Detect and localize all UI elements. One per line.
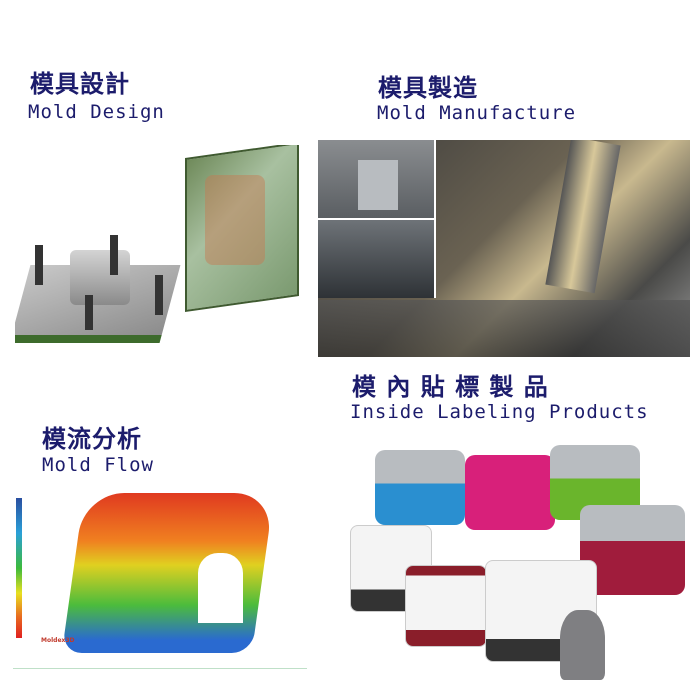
- mold-manufacture-title-en: Mold Manufacture: [377, 102, 577, 124]
- mold-design-title-en: Mold Design: [28, 101, 165, 123]
- mold-flow-simulation-image: Moldex3D: [13, 478, 307, 669]
- mold-design-image: [15, 145, 305, 350]
- inside-labeling-title-zh: 模 內 貼 標 製 品: [352, 372, 549, 401]
- mold-flow-title-en: Mold Flow: [42, 454, 154, 476]
- moldex3d-logo: Moldex3D: [41, 637, 75, 644]
- mold-manufacture-title-zh: 模具製造: [378, 73, 478, 102]
- mold-manufacture-photo: [318, 140, 690, 357]
- color-scale-legend: [16, 498, 22, 638]
- mold-design-title-zh: 模具設計: [30, 69, 130, 98]
- mold-flow-title-zh: 模流分析: [42, 424, 142, 453]
- labeling-products-photo: [345, 440, 690, 695]
- inside-labeling-title-en: Inside Labeling Products: [350, 401, 649, 423]
